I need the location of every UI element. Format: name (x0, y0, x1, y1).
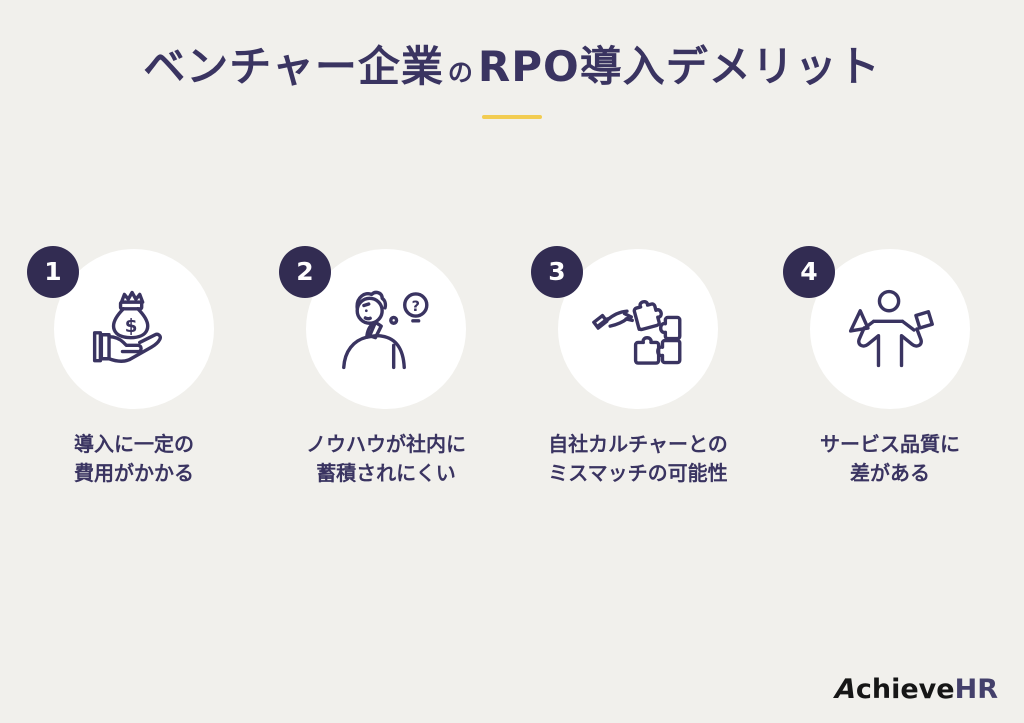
caption-line2: 費用がかかる (74, 460, 194, 485)
number-badge-4: 4 (783, 245, 835, 298)
hand-placing-puzzle-icon (590, 281, 686, 377)
money-bag-in-hand-icon: $ (86, 281, 182, 377)
caption-line2: 蓄積されにくい (316, 460, 456, 485)
caption-line1: 導入に一定の (74, 431, 194, 456)
caption-line2: ミスマッチの可能性 (548, 460, 728, 485)
icon-circle-4: 4 (783, 245, 970, 409)
demerit-item-2: 2 ? ノウハウが社内に蓄積されにくい (260, 245, 512, 508)
number-badge-1: 1 (27, 245, 79, 298)
item-caption-4: サービス品質に差がある (820, 430, 960, 488)
icon-circle-3: 3 (531, 245, 718, 409)
badge-number: 3 (548, 257, 566, 287)
dollar-glyph: $ (125, 315, 138, 336)
question-glyph: ? (412, 298, 420, 314)
demerit-item-4: 4 サービス品質に差がある (764, 245, 1016, 508)
title-accent-underline (482, 114, 542, 119)
achievehr-logo: AchieveHR (831, 674, 998, 705)
icon-circle-1: 1 $ (27, 245, 214, 409)
page-title-part1: ベンチャー企業 (143, 42, 444, 91)
person-weighing-options-icon (842, 281, 938, 377)
header: ベンチャー企業のRPO導入デメリット (0, 40, 1024, 119)
number-badge-2: 2 (279, 245, 331, 298)
page-title-part2: RPO導入デメリット (477, 42, 881, 91)
icon-circle-2: 2 ? (279, 245, 466, 409)
caption-line1: 自社カルチャーとの (548, 431, 728, 456)
item-caption-2: ノウハウが社内に蓄積されにくい (306, 430, 466, 488)
caption-line2: 差がある (850, 460, 930, 485)
badge-number: 2 (296, 257, 314, 287)
item-caption-3: 自社カルチャーとのミスマッチの可能性 (548, 430, 728, 488)
demerit-item-1: 1 $ 導入に一定の費用がかかる (8, 245, 260, 508)
logo-hr-text: HR (954, 674, 998, 705)
badge-number: 1 (44, 257, 62, 287)
demerit-item-3: 3 自社カルチャーとのミスマッチの可能性 (512, 245, 764, 508)
number-badge-3: 3 (531, 245, 583, 298)
demerit-items-row: 1 $ 導入に一定の費用がかかる 2 (0, 245, 1024, 508)
caption-line1: サービス品質に (820, 431, 960, 456)
item-caption-1: 導入に一定の費用がかかる (74, 430, 194, 488)
caption-line1: ノウハウが社内に (306, 431, 466, 456)
page-title-particle: の (447, 58, 474, 87)
badge-number: 4 (800, 257, 818, 287)
logo-achieve-text: chieve (855, 674, 955, 705)
thinking-person-question-icon: ? (338, 281, 434, 377)
page-title: ベンチャー企業のRPO導入デメリット (20, 40, 1004, 95)
